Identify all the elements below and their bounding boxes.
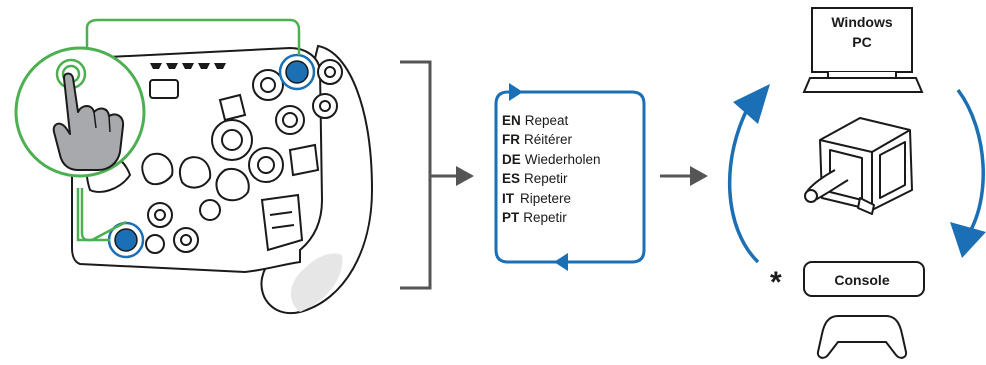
lang-code: PT — [502, 210, 520, 226]
lang-text: Réitérer — [524, 132, 573, 148]
list-item: IT Ripetere — [502, 189, 601, 208]
lang-text: Ripetere — [520, 190, 572, 206]
lang-code: ES — [502, 171, 521, 187]
asterisk-marker: * — [770, 266, 782, 299]
wheel-base-icon — [804, 117, 913, 215]
lang-text: Repeat — [524, 113, 569, 128]
console-label: Console — [834, 272, 890, 288]
gamepad-icon — [816, 315, 908, 359]
lang-code: FR — [502, 132, 520, 148]
arrow-right-icon — [430, 166, 474, 186]
keyboard-icon — [802, 77, 924, 93]
lang-code: EN — [502, 113, 521, 128]
repeat-box — [494, 83, 646, 271]
lang-code: DE — [502, 151, 521, 167]
pc-label-line2: PC — [852, 34, 872, 50]
lang-text: Repetir — [524, 171, 568, 187]
press-hand-icon — [14, 46, 146, 178]
pc-label-line1: Windows — [831, 14, 893, 30]
lang-text: Wiederholen — [524, 151, 601, 167]
lang-text: Repetir — [523, 210, 567, 226]
pc-label: Windows PC — [812, 12, 912, 52]
monitor-icon — [811, 7, 913, 79]
console-box — [803, 261, 925, 297]
highlighted-button-top — [278, 53, 316, 91]
arrow-right-icon — [660, 166, 708, 186]
bracket-icon — [400, 60, 432, 290]
lang-code: IT — [502, 190, 514, 206]
cycle-arrows-icon — [727, 84, 986, 264]
